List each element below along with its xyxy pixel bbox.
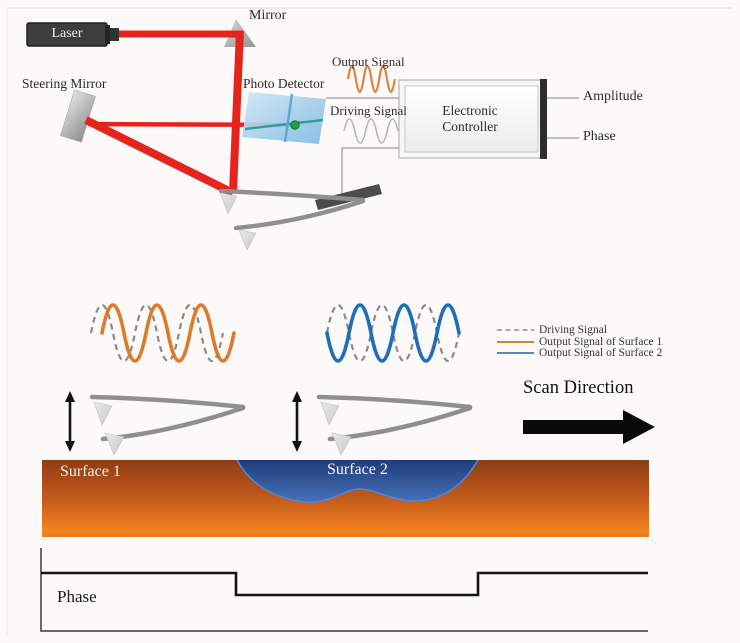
laser-spot: [290, 120, 300, 130]
output-wave-surface1: [100, 303, 236, 363]
detector-crosshair-horizontal: [244, 118, 324, 131]
legend-item-output-surface2: Output Signal of Surface 2: [539, 347, 663, 359]
cantilever-surface2: [292, 391, 470, 455]
cantilever-surface1: [65, 391, 243, 455]
electronic-controller-label: Electronic Controller: [402, 103, 538, 135]
detector-crosshair-vertical: [283, 93, 294, 143]
driving-signal-wire: [341, 147, 399, 193]
laser-label: Laser: [51, 26, 83, 41]
photo-detector: [242, 92, 326, 144]
phase-plot-axes: [40, 548, 648, 632]
phase-plot: [40, 548, 648, 632]
surface2-basin-rim: [236, 459, 479, 503]
laser-beam-to-steering-mirror: [84, 116, 235, 197]
surface1-label: Surface 1: [60, 463, 121, 480]
controller-label-line2: Controller: [442, 119, 498, 134]
driving-wave-left: [89, 303, 225, 363]
laser-beam-vertical: [229, 30, 244, 193]
electronic-controller-box: [398, 79, 547, 159]
phase-step-curve: [41, 571, 648, 597]
scan-direction-label: Scan Direction: [523, 378, 634, 398]
controller-label-line1: Electronic: [442, 103, 498, 118]
output-signal-wave-icon: [346, 64, 396, 94]
surface2-basin: [237, 460, 478, 503]
cantilever-tip-down: [238, 229, 257, 251]
phase-plot-label: Phase: [57, 587, 97, 606]
legend-item-output-surface1: Output Signal of Surface 1: [539, 336, 663, 348]
output-signal-label: Output Signal: [332, 54, 405, 69]
legend-key-samples: [497, 329, 534, 354]
scan-direction-arrow: [523, 410, 655, 444]
figure-border: [6, 7, 733, 636]
cantilever-tip-up: [219, 192, 238, 215]
legend-item-driving-signal: Driving Signal: [539, 324, 608, 336]
driving-signal-label: Driving Signal: [330, 103, 407, 118]
photo-detector-label: Photo Detector: [243, 76, 325, 91]
surface2-label: Surface 2: [327, 461, 388, 478]
steering-mirror: [60, 89, 96, 143]
driving-signal-wave-icon: [343, 118, 399, 144]
output-wave-surface2: [325, 303, 461, 363]
laser-box: [26, 22, 119, 47]
steering-mirror-label: Steering Mirror: [22, 76, 107, 91]
phase-output-label: Phase: [583, 129, 616, 144]
cantilever-top: [218, 188, 366, 251]
mirror-label: Mirror: [249, 8, 287, 23]
laser-beam-path: [84, 30, 295, 197]
amplitude-output-label: Amplitude: [583, 89, 643, 104]
signal-wires: [326, 97, 579, 193]
